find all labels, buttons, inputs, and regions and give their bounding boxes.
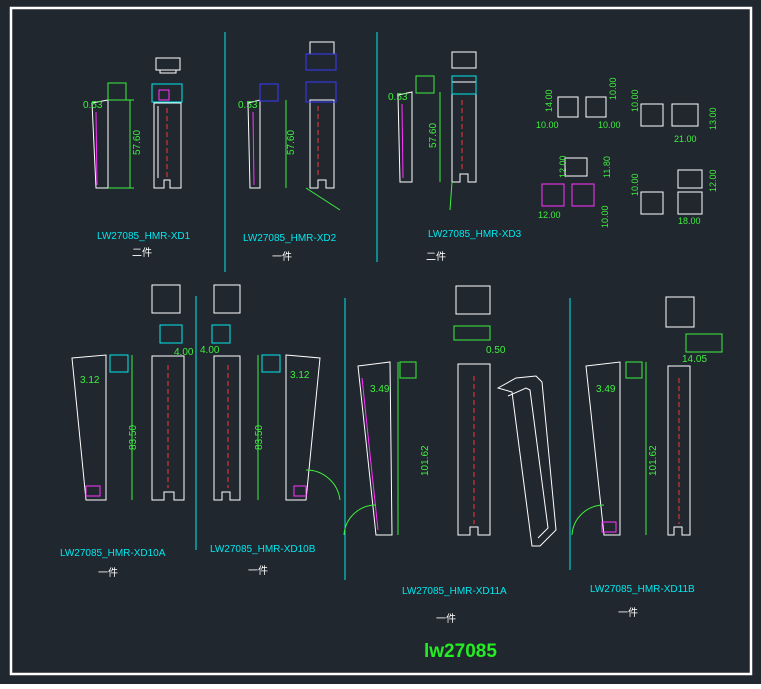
section-dim-5: 10.00 [630,89,640,112]
section-dim-4: 13.00 [708,107,718,130]
section-dim-12: 12.00 [708,169,718,192]
part-xd11a-dim-2: 101.62 [420,445,431,476]
part-xd11b-dim-0: 3.49 [596,384,616,395]
part-xd11b-label: LW27085_HMR-XD11B [590,584,695,595]
part-xd11a-drawing: 3.49 0.50 101.62 [343,285,557,547]
part-xd10b-dim-2: 83.50 [254,425,265,450]
section-dim-0: 14.00 [544,89,554,112]
section-dim-13: 18.00 [678,216,701,226]
part-xd11a-dim-0: 3.49 [370,384,390,395]
part-xd10b-dim-1: 3.12 [290,370,310,381]
part-xd11a-dim-1: 0.50 [486,345,506,356]
part-xd10b-dim-0: 4.00 [200,345,220,356]
part-xd3-drawing: 0.53 57.60 [388,51,477,211]
part-xd2-label: LW27085_HMR-XD2 [243,233,337,244]
part-xd10a-dim-1: 4.00 [174,347,194,358]
section-dim-2: 10.00 [598,120,621,130]
part-xd11a-qty: 一件 [436,613,456,625]
part-xd1-qty: 二件 [132,247,152,259]
part-xd10a-dim-0: 3.12 [80,375,100,386]
part-xd3-qty: 二件 [426,251,446,263]
part-xd10b-qty: 一件 [248,565,268,577]
section-dim-6: 21.00 [674,134,697,144]
section-dim-3: 10.00 [608,77,618,100]
section-dim-11: 10.00 [630,173,640,196]
part-xd1-dim-1: 57.60 [132,130,143,155]
part-xd10a-drawing: 3.12 4.00 83.50 [71,284,194,501]
section-dim-9: 12.00 [538,210,561,220]
part-xd11b-dim-1: 14.05 [682,354,707,365]
part-xd3-dim-1: 57.60 [428,123,439,148]
part-xd3-label: LW27085_HMR-XD3 [428,229,522,240]
part-xd11b-drawing: 3.49 14.05 101.62 [571,296,723,536]
part-xd1-drawing: 0.53 57.60 [83,57,183,189]
drawing-frame [9,6,753,676]
section-dim-7: 12.00 [558,155,568,178]
part-xd1-label: LW27085_HMR-XD1 [97,231,191,242]
part-xd2-dim-0: 0.53 [238,100,258,111]
section-dim-1: 10.00 [536,120,559,130]
part-xd2-qty: 一件 [272,251,292,263]
part-xd10b-drawing: 4.00 3.12 83.50 [200,284,341,501]
part-xd3-dim-0: 0.53 [388,92,408,103]
part-xd10b-label: LW27085_HMR-XD10B [210,544,316,555]
part-xd2-dim-1: 57.60 [286,130,297,155]
part-xd10a-qty: 一件 [98,567,118,579]
part-xd11a-label: LW27085_HMR-XD11A [402,586,507,597]
part-xd11b-qty: 一件 [618,607,638,619]
part-xd10a-label: LW27085_HMR-XD10A [60,548,166,559]
part-xd1-dim-0: 0.53 [83,100,103,111]
part-xd2-drawing: 0.53 57.60 [238,41,341,211]
section-dim-8: 11.80 [602,156,612,178]
part-xd11b-dim-2: 101.62 [648,445,659,476]
part-xd10a-dim-2: 83.50 [128,425,139,450]
part-labels: LW27085_HMR-XD1 二件 LW27085_HMR-XD2 一件 LW… [60,229,695,625]
section-details: 14.00 10.00 10.00 10.00 13.00 10.00 21.0… [536,77,718,228]
drawing-title: lw27085 [424,641,497,662]
divider-lines [195,32,571,580]
section-dim-10: 10.00 [600,205,610,228]
